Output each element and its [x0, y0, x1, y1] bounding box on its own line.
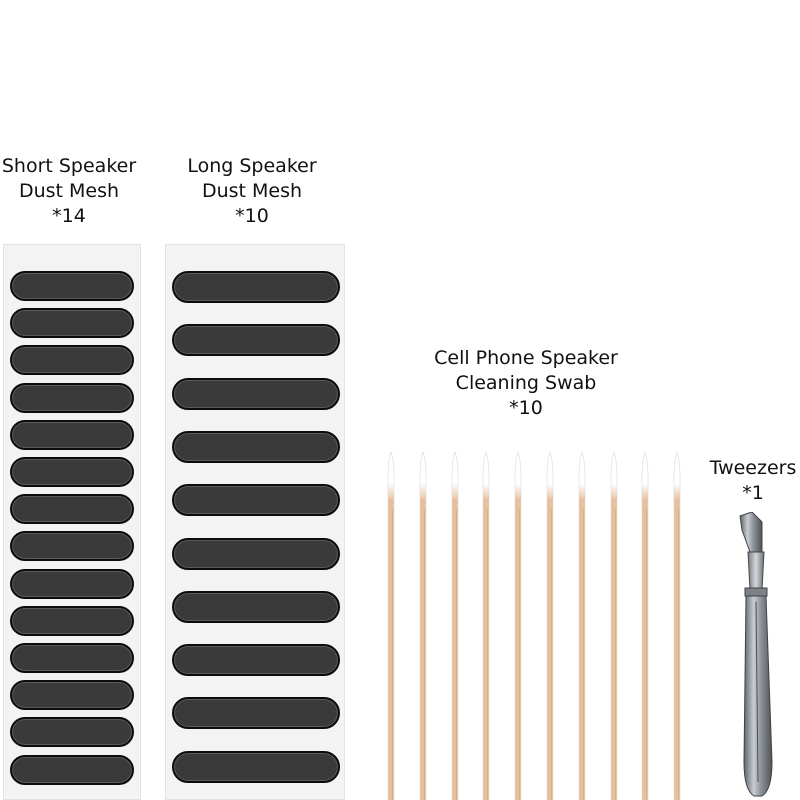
short-mesh-strip	[10, 680, 134, 711]
short-mesh-caption: Short Speaker Dust Mesh *14	[0, 154, 138, 229]
long-mesh-sheet	[165, 244, 345, 800]
short-mesh-strip	[10, 531, 134, 562]
short-mesh-strip	[10, 382, 134, 413]
short-mesh-quantity: *14	[52, 205, 86, 227]
long-mesh-title-line-2: Dust Mesh	[201, 180, 303, 202]
short-mesh-strip	[10, 271, 134, 301]
long-mesh-strip	[172, 590, 340, 623]
long-mesh-title-line-1: Long Speaker	[187, 155, 317, 177]
cleaning-swab	[673, 451, 681, 800]
long-mesh-caption: Long Speaker Dust Mesh *10	[168, 154, 336, 229]
long-mesh-strip	[172, 484, 340, 517]
swab-title-line-2: Cleaning Swab	[455, 372, 597, 394]
short-mesh-title-line-2: Dust Mesh	[18, 180, 120, 202]
cleaning-swab	[514, 451, 522, 800]
long-mesh-strip	[172, 377, 340, 410]
swab-caption: Cell Phone Speaker Cleaning Swab *10	[414, 346, 638, 421]
short-mesh-strip	[10, 568, 134, 599]
long-mesh-strip	[172, 750, 340, 783]
long-mesh-strip	[172, 644, 340, 677]
swab-title-line-1: Cell Phone Speaker	[434, 347, 618, 369]
short-mesh-strip	[10, 345, 134, 376]
short-mesh-strip	[10, 605, 134, 636]
cleaning-swab	[483, 451, 490, 800]
short-mesh-strip	[10, 643, 134, 673]
cleaning-swab	[451, 451, 458, 800]
swab-group	[380, 450, 700, 800]
long-mesh-strip	[172, 697, 340, 730]
cleaning-swab	[419, 451, 427, 800]
short-mesh-strip	[10, 457, 134, 487]
swab-quantity: *10	[509, 397, 543, 419]
short-mesh-title-line-1: Short Speaker	[1, 155, 137, 177]
cleaning-swab	[610, 451, 617, 800]
cleaning-swab	[578, 451, 586, 800]
short-mesh-strip	[10, 754, 134, 785]
short-mesh-strip	[10, 419, 134, 450]
long-mesh-strip	[172, 271, 340, 303]
long-mesh-strip	[172, 537, 340, 570]
tweezers-title: Tweezers	[709, 457, 797, 479]
long-mesh-quantity: *10	[235, 205, 269, 227]
short-mesh-strip	[10, 717, 134, 748]
tweezers-quantity: *1	[742, 482, 764, 504]
cleaning-swab	[642, 451, 649, 800]
cleaning-swab	[387, 451, 395, 800]
short-mesh-strip	[10, 494, 134, 525]
tweezers-image	[739, 512, 773, 797]
long-mesh-strip	[172, 430, 340, 463]
long-mesh-strip	[172, 324, 340, 357]
short-mesh-sheet	[3, 244, 141, 800]
short-mesh-strip	[10, 308, 134, 339]
cleaning-swab	[546, 451, 554, 800]
tweezers-caption: Tweezers *1	[700, 456, 800, 506]
